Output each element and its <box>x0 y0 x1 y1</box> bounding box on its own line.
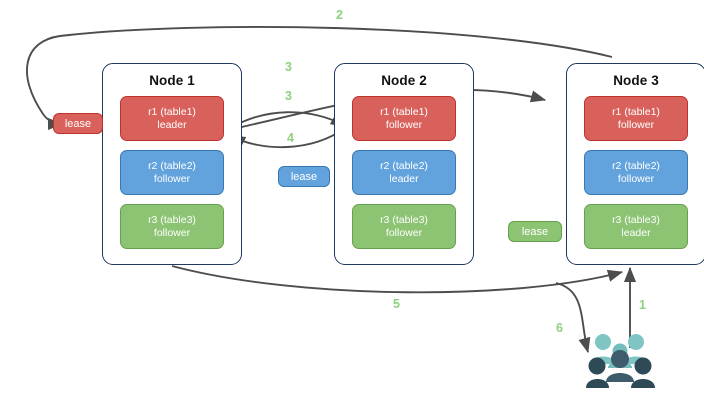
replica-role: follower <box>617 118 655 131</box>
replica-name: r3 (table3) <box>612 213 660 226</box>
replica-name: r3 (table3) <box>380 213 428 226</box>
arrow-step-3-to-node2 <box>227 111 346 131</box>
replica-role: leader <box>621 226 651 239</box>
replica-name: r1 (table1) <box>612 105 660 118</box>
node-3-replica-r1[interactable]: r1 (table1) follower <box>584 96 688 141</box>
node-1-replicas: r1 (table1) leader r2 (table2) follower … <box>120 96 224 249</box>
replica-role: leader <box>389 172 419 185</box>
replica-name: r3 (table3) <box>148 213 196 226</box>
step-label-4: 4 <box>287 131 294 145</box>
replica-role: follower <box>153 172 191 185</box>
replica-role: follower <box>617 172 655 185</box>
node-1-title: Node 1 <box>149 73 195 88</box>
arrow-step-2 <box>26 25 613 131</box>
step-label-5: 5 <box>393 297 400 311</box>
replica-name: r1 (table1) <box>380 105 428 118</box>
arrow-step-6 <box>555 282 591 354</box>
lease-label: lease <box>521 225 549 238</box>
step-label-3b: 3 <box>285 89 292 103</box>
replica-name: r2 (table2) <box>148 159 196 172</box>
node-1-replica-r3[interactable]: r3 (table3) follower <box>120 204 224 249</box>
node-3[interactable]: Node 3 r1 (table1) follower r2 (table2) … <box>566 63 704 265</box>
replica-role: follower <box>385 226 423 239</box>
lease-label: lease <box>290 170 318 183</box>
node-1-replica-r1[interactable]: r1 (table1) leader <box>120 96 224 141</box>
node-1-replica-r2[interactable]: r2 (table2) follower <box>120 150 224 195</box>
node-3-replica-r3[interactable]: r3 (table3) leader <box>584 204 688 249</box>
node-2-replica-r3[interactable]: r3 (table3) follower <box>352 204 456 249</box>
node-2-replica-r1[interactable]: r1 (table1) follower <box>352 96 456 141</box>
replica-name: r2 (table2) <box>380 159 428 172</box>
replica-role: follower <box>385 118 423 131</box>
step-label-1: 1 <box>639 298 646 312</box>
node-3-replicas: r1 (table1) follower r2 (table2) followe… <box>584 96 688 249</box>
step-label-6: 6 <box>556 321 563 335</box>
lease-label: lease <box>64 117 92 130</box>
users-group-icon <box>586 334 655 388</box>
step-label-2: 2 <box>336 8 343 22</box>
step-label-3a: 3 <box>285 60 292 74</box>
node-3-replica-r2[interactable]: r2 (table2) follower <box>584 150 688 195</box>
node-2-title: Node 2 <box>381 73 427 88</box>
arrow-step-5 <box>171 265 624 294</box>
lease-badge-r2[interactable]: lease <box>278 166 330 187</box>
replica-role: leader <box>157 118 187 131</box>
node-2[interactable]: Node 2 r1 (table1) follower r2 (table2) … <box>334 63 474 265</box>
node-2-replicas: r1 (table1) follower r2 (table2) leader … <box>352 96 456 249</box>
replica-role: follower <box>153 226 191 239</box>
node-3-title: Node 3 <box>613 73 659 88</box>
node-2-replica-r2[interactable]: r2 (table2) leader <box>352 150 456 195</box>
arrow-step-4 <box>229 127 346 149</box>
lease-badge-r1[interactable]: lease <box>53 113 103 134</box>
lease-badge-r3[interactable]: lease <box>508 221 562 242</box>
replica-name: r1 (table1) <box>148 105 196 118</box>
node-1[interactable]: Node 1 r1 (table1) leader r2 (table2) fo… <box>102 63 242 265</box>
replica-name: r2 (table2) <box>612 159 660 172</box>
